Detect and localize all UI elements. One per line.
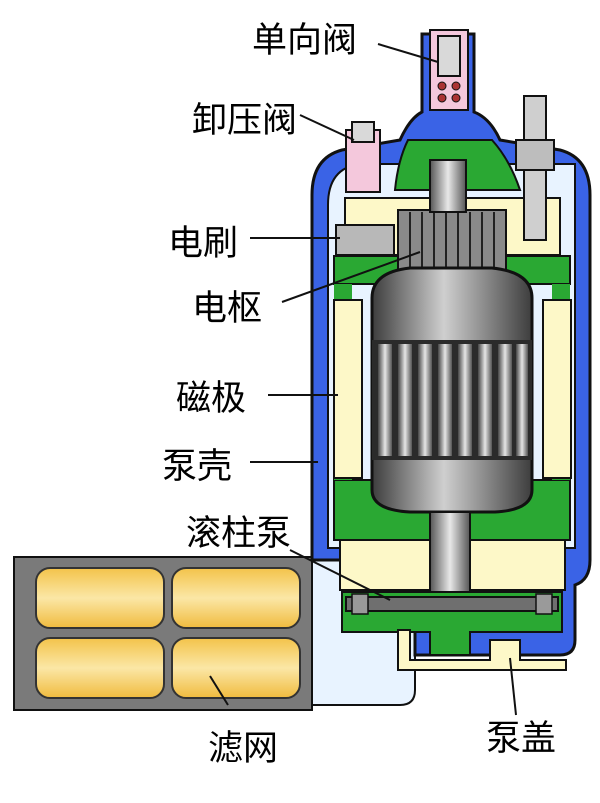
pump-cover bbox=[397, 629, 567, 671]
label-filter-screen: 滤网 bbox=[208, 729, 278, 769]
shaft-bottom bbox=[429, 511, 471, 593]
label-relief-valve: 卸压阀 bbox=[192, 101, 297, 141]
filter-cell bbox=[171, 637, 301, 699]
label-magnetic-pole: 磁极 bbox=[176, 379, 246, 419]
leader-lines bbox=[209, 43, 517, 716]
filter-cell bbox=[35, 567, 165, 629]
filter-cell bbox=[35, 637, 165, 699]
armature bbox=[370, 266, 534, 514]
label-roller-pump: 滚柱泵 bbox=[186, 514, 291, 554]
brush bbox=[335, 224, 395, 256]
terminal bbox=[515, 95, 555, 241]
label-check-valve: 单向阀 bbox=[252, 21, 357, 61]
armature-bars bbox=[378, 344, 528, 456]
label-pump-cover: 泵盖 bbox=[486, 719, 556, 759]
relief-valve bbox=[345, 121, 381, 193]
shaft-top bbox=[429, 159, 467, 213]
roller-pump bbox=[339, 511, 566, 656]
filter-cell bbox=[171, 567, 301, 629]
label-brush: 电刷 bbox=[168, 224, 238, 264]
check-valve bbox=[429, 29, 469, 111]
roller-rotor bbox=[345, 596, 559, 612]
magnetic-pole bbox=[333, 299, 572, 479]
label-pump-housing: 泵壳 bbox=[162, 447, 232, 487]
filter-screen bbox=[13, 556, 416, 711]
label-armature: 电枢 bbox=[192, 289, 262, 329]
